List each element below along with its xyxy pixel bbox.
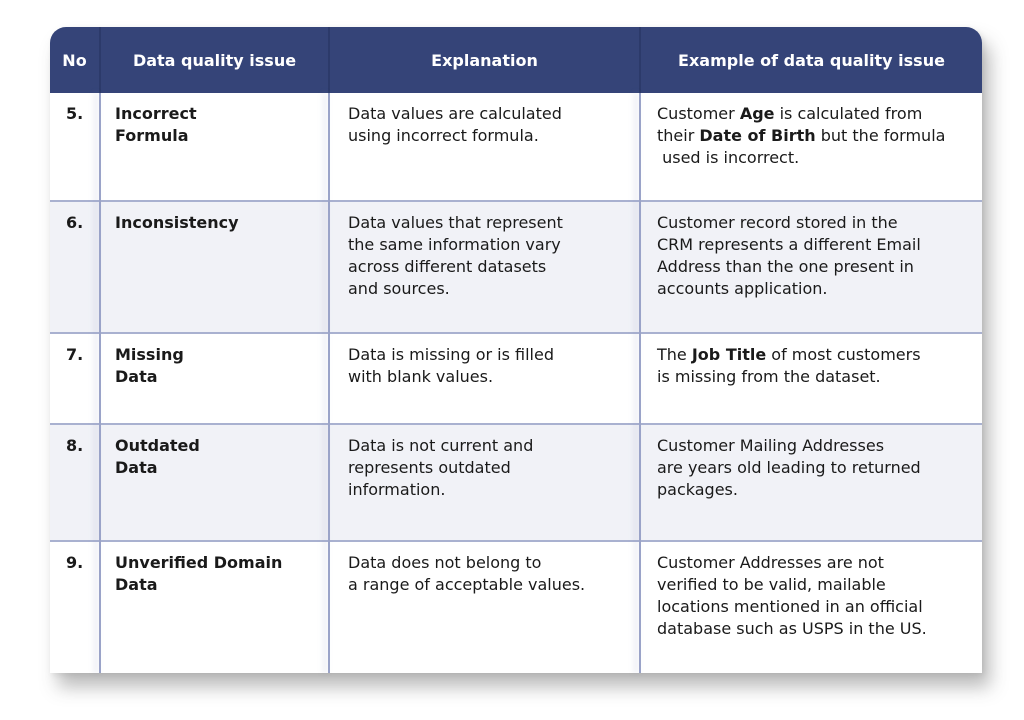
table-row: 6. Inconsistency Data values that repres… <box>50 200 982 332</box>
example-line: CRM represents a different Email <box>657 235 921 254</box>
issue-line: Inconsistency <box>115 213 239 232</box>
column-divider <box>639 93 641 673</box>
explanation-line: Data values are calculated <box>348 104 562 123</box>
issue-line: Data <box>115 575 158 594</box>
example-line: Customer Age is calculated from <box>657 103 945 125</box>
example-line: are years old leading to returned <box>657 458 921 477</box>
explanation: Data does not belong to a range of accep… <box>348 552 585 596</box>
example-line: locations mentioned in an official <box>657 597 923 616</box>
table-row: 9. Unverified Domain Data Data does not … <box>50 540 982 673</box>
row-number: 5. <box>66 104 84 123</box>
issue-line: Formula <box>115 126 189 145</box>
row-number: 9. <box>66 553 84 572</box>
column-divider <box>99 93 101 673</box>
table-row: 8. Outdated Data Data is not current and… <box>50 423 982 540</box>
issue-line: Outdated <box>115 436 200 455</box>
issue-line: Data <box>115 458 158 477</box>
table-row: 7. Missing Data Data is missing or is fi… <box>50 332 982 423</box>
row-number: 6. <box>66 213 84 232</box>
issue-name: Unverified Domain Data <box>115 552 282 596</box>
header-no: No <box>62 50 87 70</box>
column-divider <box>328 93 330 673</box>
emphasis: Date of Birth <box>699 126 816 145</box>
explanation-line: and sources. <box>348 279 450 298</box>
emphasis: Job Title <box>691 345 767 364</box>
explanation-line: using incorrect formula. <box>348 126 539 145</box>
row-number: 7. <box>66 345 84 364</box>
issue-line: Unverified Domain <box>115 553 283 572</box>
explanation: Data values that represent the same info… <box>348 212 563 300</box>
explanation-line: Data is not current and <box>348 436 534 455</box>
explanation-line: represents outdated <box>348 458 511 477</box>
explanation: Data is missing or is filled with blank … <box>348 344 554 388</box>
example-line: Customer record stored in the <box>657 213 898 232</box>
explanation-line: Data does not belong to <box>348 553 542 572</box>
text: is calculated from <box>774 104 923 123</box>
explanation-line: the same information vary <box>348 235 561 254</box>
explanation-line: with blank values. <box>348 367 494 386</box>
explanation-line: a range of acceptable values. <box>348 575 586 594</box>
text: Customer <box>657 104 740 123</box>
explanation-line: information. <box>348 480 446 499</box>
text: but the formula <box>815 126 946 145</box>
emphasis: Age <box>739 104 775 123</box>
issue-line: Incorrect <box>115 104 197 123</box>
issue-name: Incorrect Formula <box>115 103 197 147</box>
example-line: The Job Title of most customers <box>657 344 921 366</box>
header-issue: Data quality issue <box>132 50 297 70</box>
row-number: 8. <box>66 436 84 455</box>
example-line: Address than the one present in <box>657 257 914 276</box>
example-line: accounts application. <box>657 279 828 298</box>
explanation-line: Data is missing or is filled <box>348 345 554 364</box>
explanation-line: Data values that represent <box>348 213 563 232</box>
issue-line: Data <box>115 367 158 386</box>
example-line: used is incorrect. <box>657 148 800 167</box>
data-quality-table: No Data quality issue Explanation Exampl… <box>50 27 982 673</box>
table-row: 5. Incorrect Formula Data values are cal… <box>50 93 982 200</box>
header-divider <box>328 27 330 93</box>
example-line: their Date of Birth but the formula <box>657 125 945 147</box>
issue-name: Inconsistency <box>115 212 239 234</box>
example: Customer record stored in the CRM repres… <box>657 212 921 300</box>
text: The <box>657 345 692 364</box>
explanation-line: across different datasets <box>348 257 547 276</box>
header-divider <box>99 27 101 93</box>
example-line: Customer Mailing Addresses <box>657 436 885 455</box>
explanation: Data values are calculated using incorre… <box>348 103 562 147</box>
text: of most customers <box>766 345 921 364</box>
example: The Job Title of most customers is missi… <box>657 344 921 388</box>
table-header: No Data quality issue Explanation Exampl… <box>50 27 982 93</box>
header-explanation: Explanation <box>431 50 538 70</box>
example: Customer Mailing Addresses are years old… <box>657 435 921 501</box>
issue-line: Missing <box>115 345 184 364</box>
explanation: Data is not current and represents outda… <box>348 435 533 501</box>
issue-name: Outdated Data <box>115 435 200 479</box>
example-line: database such as USPS in the US. <box>657 619 927 638</box>
example: Customer Addresses are not verified to b… <box>657 552 927 640</box>
example: Customer Age is calculated from their Da… <box>657 103 945 169</box>
example-line: verified to be valid, mailable <box>657 575 886 594</box>
issue-name: Missing Data <box>115 344 184 388</box>
text: their <box>657 126 700 145</box>
header-example: Example of data quality issue <box>678 50 945 70</box>
example-line: Customer Addresses are not <box>657 553 884 572</box>
header-divider <box>639 27 641 93</box>
example-line: packages. <box>657 480 738 499</box>
example-line: is missing from the dataset. <box>657 367 881 386</box>
